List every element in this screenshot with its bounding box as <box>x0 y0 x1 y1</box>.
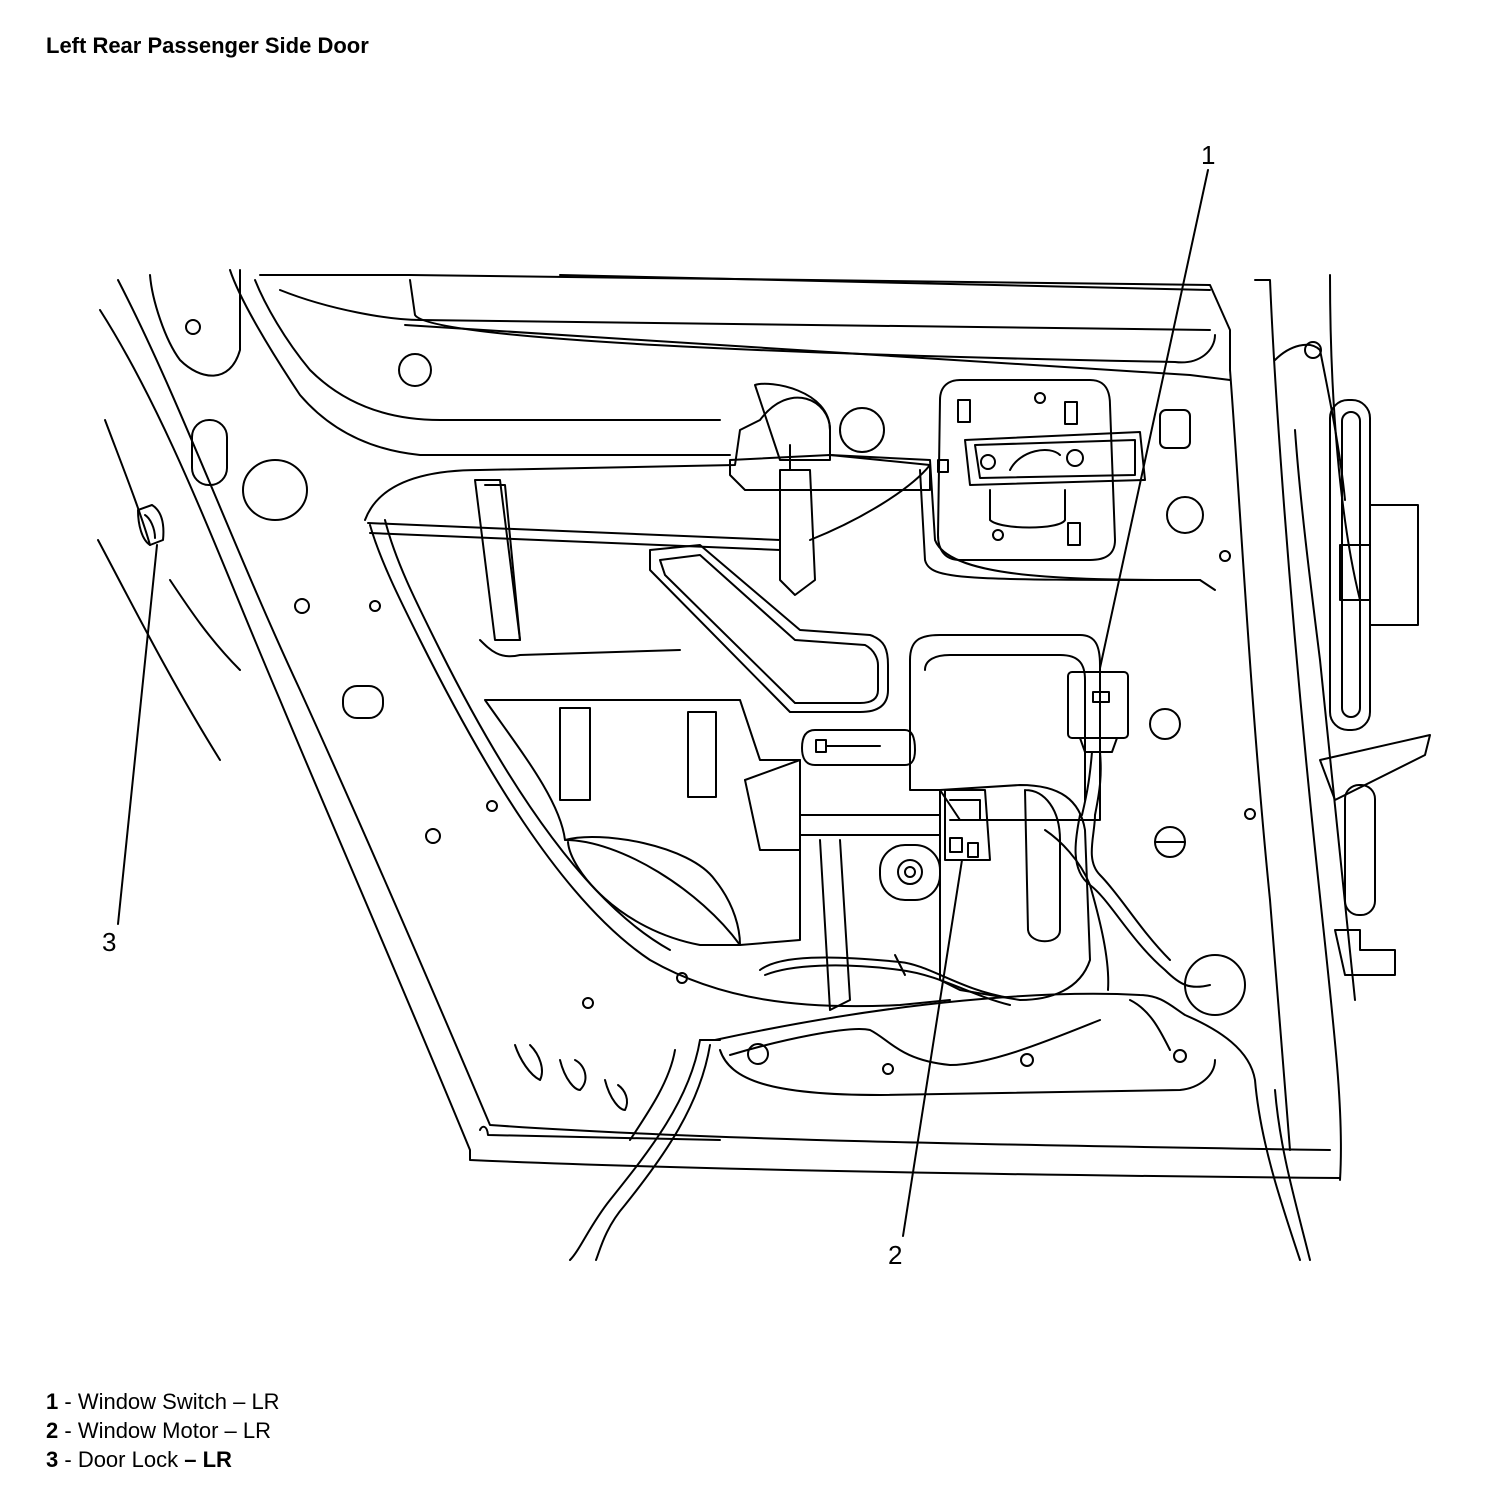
legend-item-door-lock: 3 - Door Lock – LR <box>46 1447 232 1472</box>
diagram-title: Left Rear Passenger Side Door <box>46 33 369 58</box>
motor-housing <box>909 634 1101 821</box>
upper-cable <box>367 522 781 541</box>
speaker-panel <box>484 699 801 946</box>
wire-harness <box>1074 814 1211 988</box>
leader-line-3 <box>117 544 158 925</box>
window-switch-connector <box>1067 671 1129 739</box>
harness-exit <box>569 1039 701 1261</box>
callout-number-3: 3 <box>102 927 117 957</box>
callout-number-2: 2 <box>888 1240 903 1270</box>
legend-item-window-switch: 1 - Window Switch – LR <box>46 1389 280 1414</box>
latch-plate <box>937 379 1116 561</box>
legend-item-window-motor: 2 - Window Motor – LR <box>46 1418 271 1443</box>
door-outer-edge <box>99 309 1341 1179</box>
door-right-edge <box>1229 369 1291 1151</box>
inner-panel-outline <box>364 396 1216 591</box>
lower-cable <box>759 956 1011 999</box>
leader-line-1 <box>1099 169 1209 669</box>
callout-number-1: 1 <box>1201 140 1216 170</box>
door-outer-edge-inner <box>117 279 1331 1151</box>
door-lock-clip <box>137 504 165 546</box>
legend: 1 - Window Switch – LR 2 - Window Motor … <box>46 1387 280 1474</box>
recess-channel <box>649 544 889 713</box>
leader-line-2 <box>902 859 963 1237</box>
